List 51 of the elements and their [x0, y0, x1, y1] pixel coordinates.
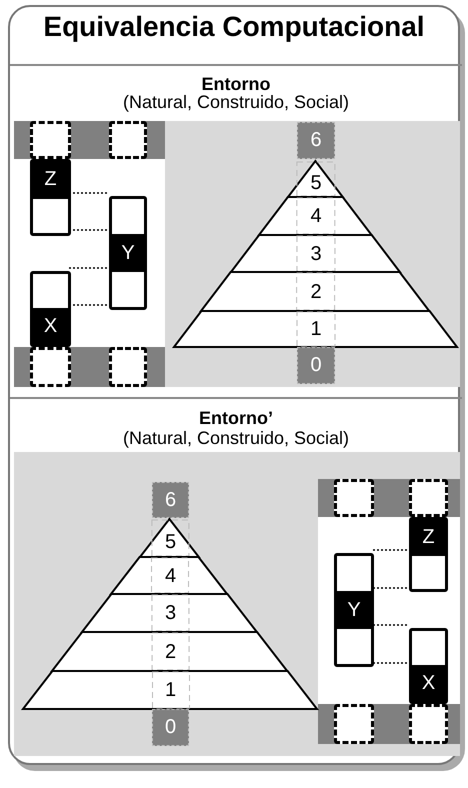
pyramid-level [174, 311, 457, 347]
letter-tile: Z [33, 162, 68, 198]
title: Equivalencia Computacional [42, 11, 426, 43]
bar-block [334, 553, 374, 667]
level-number: 5 [310, 172, 322, 194]
level-number: 5 [164, 531, 176, 553]
dashed-box [30, 347, 71, 387]
dotted-line [372, 624, 407, 626]
level-box: 6 [152, 482, 189, 518]
level-number: 4 [310, 205, 322, 227]
pyramid-level [22, 671, 316, 709]
pyramid-level [259, 197, 372, 235]
letter-tile: Z [412, 520, 445, 554]
level-number: 4 [164, 564, 176, 586]
section-heading: Entorno’ [198, 408, 274, 428]
letter-tile: X [33, 309, 68, 344]
letter-tile: Y [337, 592, 371, 628]
section-subtitle: (Natural, Construido, Social) [122, 428, 350, 448]
dashed-box [109, 347, 147, 387]
level-number: 3 [164, 602, 176, 624]
section-heading: Entorno [200, 74, 272, 94]
level-number: 1 [165, 679, 176, 701]
dotted-line [372, 662, 407, 664]
panel [10, 397, 462, 759]
dashed-box [109, 121, 147, 159]
dotted-line [372, 587, 407, 589]
bar-block [409, 517, 448, 592]
pyramid-level [231, 235, 400, 272]
letter-tile: Y [112, 235, 144, 271]
dashed-box [334, 479, 374, 517]
pyramid-level [111, 557, 228, 594]
bar-block [409, 628, 448, 704]
dashed-box [334, 704, 374, 744]
letter-tile: X [412, 666, 445, 701]
section-subtitle: (Natural, Construido, Social) [122, 92, 350, 112]
bar-block [109, 196, 147, 310]
level-box: 0 [152, 709, 189, 746]
dashed-box [409, 479, 448, 517]
dashed-box [30, 121, 71, 159]
level-box: 6 [297, 122, 335, 159]
bar-block [30, 271, 71, 347]
level-number: 3 [310, 242, 322, 264]
level-box: 0 [297, 347, 335, 384]
level-number: 1 [310, 318, 322, 340]
dotted-line [69, 267, 107, 269]
level-number: 2 [164, 640, 176, 662]
dashed-box [409, 704, 448, 744]
level-number: 2 [310, 280, 322, 302]
pyramid-level [82, 594, 257, 632]
bar-block [30, 159, 71, 236]
dotted-line [372, 549, 407, 551]
